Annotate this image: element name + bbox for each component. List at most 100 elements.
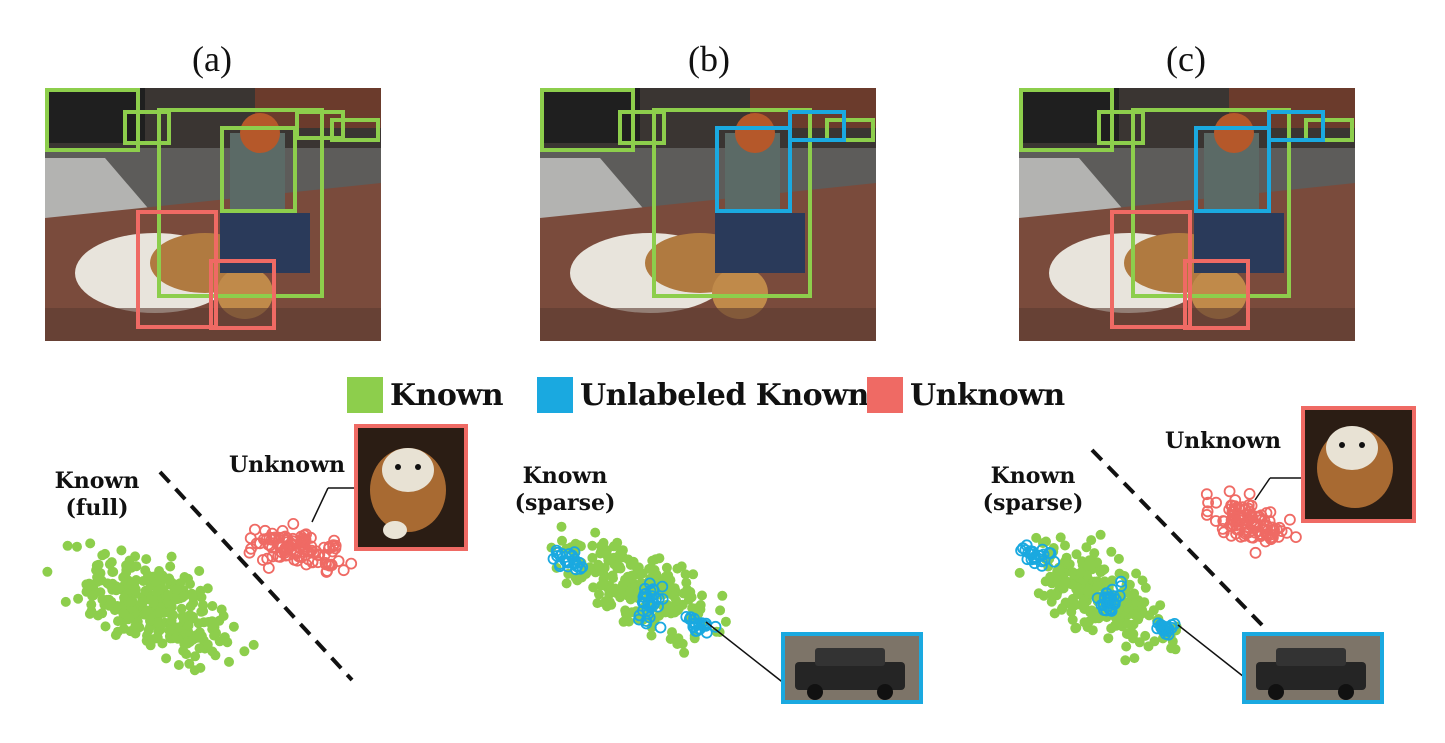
known-point <box>114 583 125 594</box>
unlabeled-known-point <box>1115 575 1127 588</box>
known-point <box>662 599 673 610</box>
unknown-point <box>276 525 289 537</box>
known-point <box>104 600 115 611</box>
legend-item-known: Known <box>347 375 504 415</box>
bbox-known <box>1019 88 1114 152</box>
known-point <box>179 591 189 602</box>
unknown-point <box>300 558 313 571</box>
known-point <box>178 613 189 624</box>
known-label-line2: (full) <box>65 495 129 521</box>
leader-line <box>311 487 329 523</box>
known-point <box>93 559 104 570</box>
unlabeled-known-point <box>570 563 582 576</box>
bbox-known <box>123 110 171 145</box>
known-point <box>112 626 123 637</box>
known-point <box>185 579 195 589</box>
known-point <box>594 589 604 600</box>
legend-label-unlabeled-known: Unlabeled Known <box>580 377 869 413</box>
known-point <box>1106 623 1117 634</box>
known-point <box>625 594 636 605</box>
known-point <box>595 548 606 559</box>
known-point <box>628 560 639 571</box>
known-point <box>154 571 165 582</box>
unknown-swatch <box>867 377 903 413</box>
known-point <box>587 540 598 551</box>
decision-boundary <box>158 470 354 682</box>
legend: Known Unlabeled Known Unknown <box>347 375 1067 415</box>
unknown-point <box>288 553 301 566</box>
known-point <box>183 620 194 631</box>
unlabeled-known-point <box>656 593 669 605</box>
bbox-known <box>45 88 140 152</box>
known-label-line1: Known <box>522 463 608 489</box>
known-point <box>202 583 213 594</box>
known-point <box>198 617 209 628</box>
known-point <box>681 577 692 588</box>
known-point <box>104 559 115 570</box>
known-point <box>679 647 690 658</box>
known-point <box>1060 540 1070 551</box>
unknown-point <box>1230 502 1242 515</box>
known-point <box>165 561 176 572</box>
known-point <box>1084 555 1095 566</box>
known-point <box>647 555 658 566</box>
known-point <box>187 613 198 624</box>
dog-toy-thumbnail <box>354 424 468 551</box>
known-point <box>618 616 629 627</box>
known-point <box>570 538 581 549</box>
known-point <box>228 621 239 632</box>
known-point <box>1139 597 1150 608</box>
bbox-known <box>220 126 297 213</box>
known-cluster-label-b: Known (sparse) <box>510 463 620 517</box>
known-point <box>248 639 259 650</box>
known-point <box>646 630 657 641</box>
known-point <box>1058 583 1069 594</box>
known-point <box>207 616 218 627</box>
known-point <box>1031 532 1042 543</box>
known-point <box>620 608 631 619</box>
unlabeled-known-point <box>1037 548 1050 561</box>
unlabeled-known-point <box>1104 595 1117 608</box>
unlabeled-known-point <box>573 556 586 569</box>
bbox-known <box>1304 118 1354 142</box>
known-point <box>137 597 148 608</box>
unknown-point <box>1243 487 1256 500</box>
unlabeled-known-point <box>642 607 655 620</box>
known-point <box>607 570 618 581</box>
known-point <box>665 634 676 644</box>
unlabeled-known-point <box>1165 622 1178 634</box>
known-point <box>556 521 567 532</box>
known-point <box>661 562 672 573</box>
unknown-point <box>323 540 336 553</box>
known-point <box>1128 609 1139 620</box>
known-point <box>184 658 195 669</box>
bbox-known <box>618 110 666 145</box>
unknown-point <box>1290 531 1302 543</box>
unknown-point <box>259 524 272 537</box>
known-point <box>62 540 73 551</box>
unlabeled-known-point <box>1106 583 1119 596</box>
known-point <box>1055 532 1066 543</box>
unlabeled-known-point <box>654 621 667 634</box>
known-point <box>1087 625 1098 636</box>
known-point <box>717 590 728 601</box>
unknown-point <box>1202 496 1214 509</box>
known-point <box>185 601 196 612</box>
known-point <box>1121 641 1132 652</box>
unknown-point <box>244 532 257 545</box>
unknown-point <box>337 564 350 577</box>
known-point <box>1113 553 1124 564</box>
known-point <box>1079 617 1090 628</box>
known-label-line2: (sparse) <box>982 490 1084 516</box>
known-point <box>102 578 113 589</box>
known-point <box>42 566 53 577</box>
unlabeled-known-point <box>1162 628 1175 641</box>
unlabeled-known-swatch <box>537 377 573 413</box>
known-point <box>124 613 135 624</box>
known-point <box>194 566 205 576</box>
known-label-line2: (sparse) <box>514 490 616 516</box>
known-point <box>1122 597 1132 608</box>
unlabeled-known-point <box>1108 590 1120 603</box>
known-point <box>116 545 127 556</box>
known-point <box>88 590 99 601</box>
